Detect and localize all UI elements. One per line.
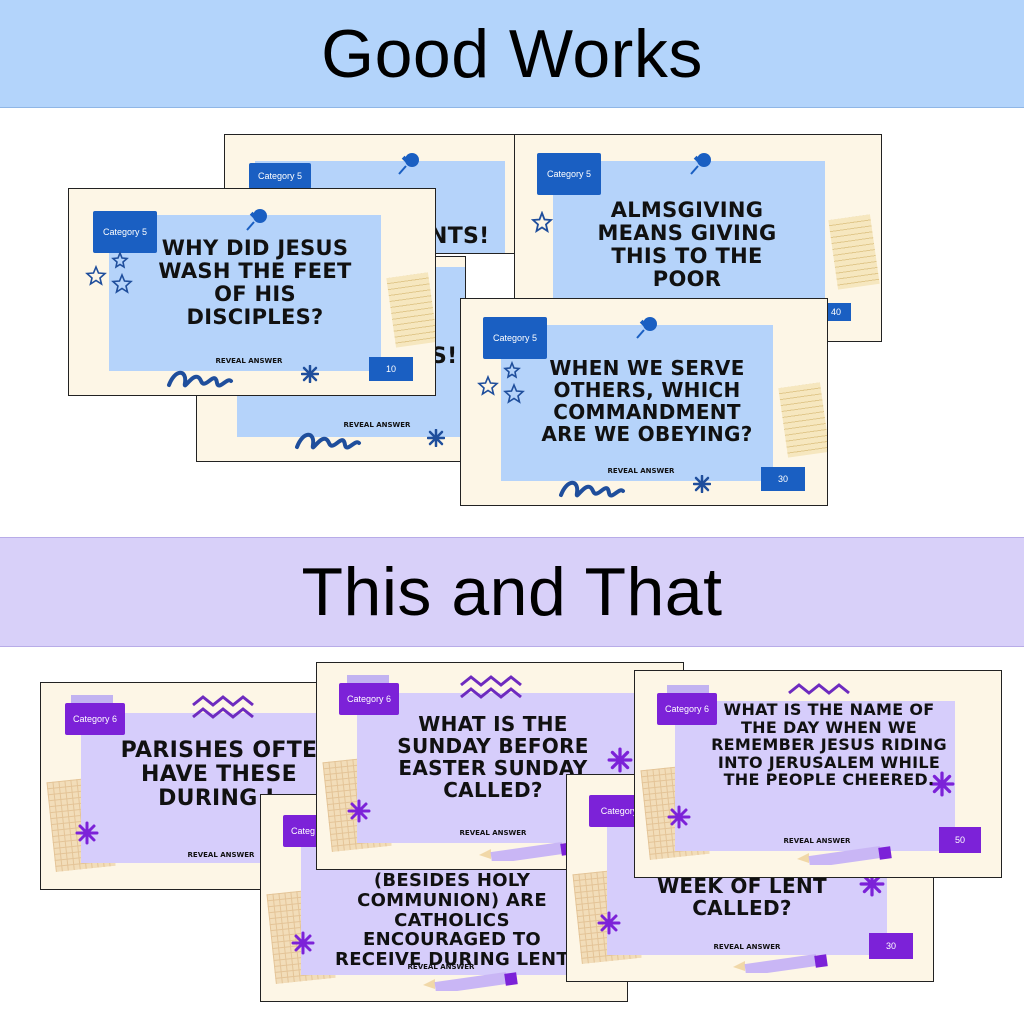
pencil-icon — [423, 972, 518, 991]
asterisk-icon — [929, 771, 955, 797]
reveal-answer-link[interactable]: REVEAL ANSWER — [187, 851, 255, 859]
category-badge: Category 6 — [65, 703, 125, 735]
notepad-decoration — [778, 382, 827, 458]
asterisk-icon — [607, 747, 633, 773]
squiggle-icon — [167, 370, 233, 388]
notepad-decoration — [386, 272, 435, 348]
category-badge: Category 5 — [93, 211, 157, 253]
question-card[interactable]: Category 5 WHEN WE SERVE OTHERS, WHICH C… — [460, 298, 828, 506]
points-badge: 30 — [869, 933, 913, 959]
asterisk-icon — [347, 799, 371, 823]
pushpin-icon — [246, 209, 267, 231]
question-card[interactable]: Category 5 WHY DID JESUS WASH THE FEET O… — [68, 188, 436, 396]
points-badge: 30 — [761, 467, 805, 491]
pencil-icon — [479, 842, 574, 861]
star-icon — [531, 211, 553, 233]
section-banner-this-and-that: This and That — [0, 537, 1024, 647]
category-badge: Category 5 — [537, 153, 601, 195]
question-text: WHEN WE SERVE OTHERS, WHICH COMMANDMENT … — [541, 356, 753, 446]
stars-icon — [85, 250, 133, 294]
section-title: Good Works — [321, 15, 703, 92]
zigzag-icon — [788, 683, 850, 695]
reveal-answer-link[interactable]: REVEAL ANSWER — [459, 829, 527, 837]
question-text: WHAT IS THE SUNDAY BEFORE EASTER SUNDAY … — [397, 712, 589, 802]
squiggle-icon — [295, 432, 361, 450]
reveal-answer-link[interactable]: REVEAL ANSWER — [607, 467, 675, 475]
asterisk-icon — [859, 871, 885, 897]
card-panel — [675, 701, 955, 851]
category-badge: Category 6 — [339, 683, 399, 715]
question-text: NTS! — [429, 224, 490, 249]
asterisk-icon — [301, 365, 319, 383]
squiggle-icon — [559, 480, 625, 498]
section-banner-good-works: Good Works — [0, 0, 1024, 108]
asterisk-icon — [693, 475, 711, 493]
question-text: WEEK OF LENT CALLED? — [657, 874, 827, 920]
points-badge: 50 — [939, 827, 981, 853]
question-card[interactable]: Category 6 WHAT IS THE NAME OF THE DAY W… — [634, 670, 1002, 878]
pencil-icon — [733, 954, 828, 973]
question-text: WHY DID JESUS WASH THE FEET OF HIS DISCI… — [158, 236, 352, 330]
asterisk-icon — [667, 805, 691, 829]
zigzag-icon — [460, 675, 522, 699]
reveal-answer-link[interactable]: REVEAL ANSWER — [713, 943, 781, 951]
pushpin-icon — [636, 317, 657, 339]
question-text: (BESIDES HOLY COMMUNION) ARE CATHOLICS E… — [335, 870, 569, 971]
category-badge: Category 6 — [657, 693, 717, 725]
asterisk-icon — [597, 911, 621, 935]
question-text: WHAT IS THE NAME OF THE DAY WHEN WE REME… — [711, 700, 947, 790]
pencil-icon — [797, 846, 892, 865]
asterisk-icon — [291, 931, 315, 955]
pushpin-icon — [690, 153, 711, 175]
asterisk-icon — [427, 429, 445, 447]
points-badge: 40 — [821, 303, 851, 321]
pushpin-icon — [398, 153, 419, 175]
zigzag-icon — [192, 695, 254, 719]
section-title: This and That — [301, 554, 723, 630]
asterisk-icon — [75, 821, 99, 845]
reveal-answer-link[interactable]: REVEAL ANSWER — [215, 357, 283, 365]
points-badge: 10 — [369, 357, 413, 381]
question-text: PARISHES OFTE HAVE THESE DURING L — [120, 738, 318, 812]
category-badge: Category 5 — [483, 317, 547, 359]
stars-icon — [477, 360, 525, 404]
reveal-answer-link[interactable]: REVEAL ANSWER — [407, 963, 475, 971]
category-badge: Category 5 — [249, 163, 311, 189]
notepad-decoration — [828, 214, 880, 290]
question-text: ALMSGIVING MEANS GIVING THIS TO THE POOR — [597, 198, 777, 292]
reveal-answer-link[interactable]: REVEAL ANSWER — [343, 421, 411, 429]
reveal-answer-link[interactable]: REVEAL ANSWER — [783, 837, 851, 845]
